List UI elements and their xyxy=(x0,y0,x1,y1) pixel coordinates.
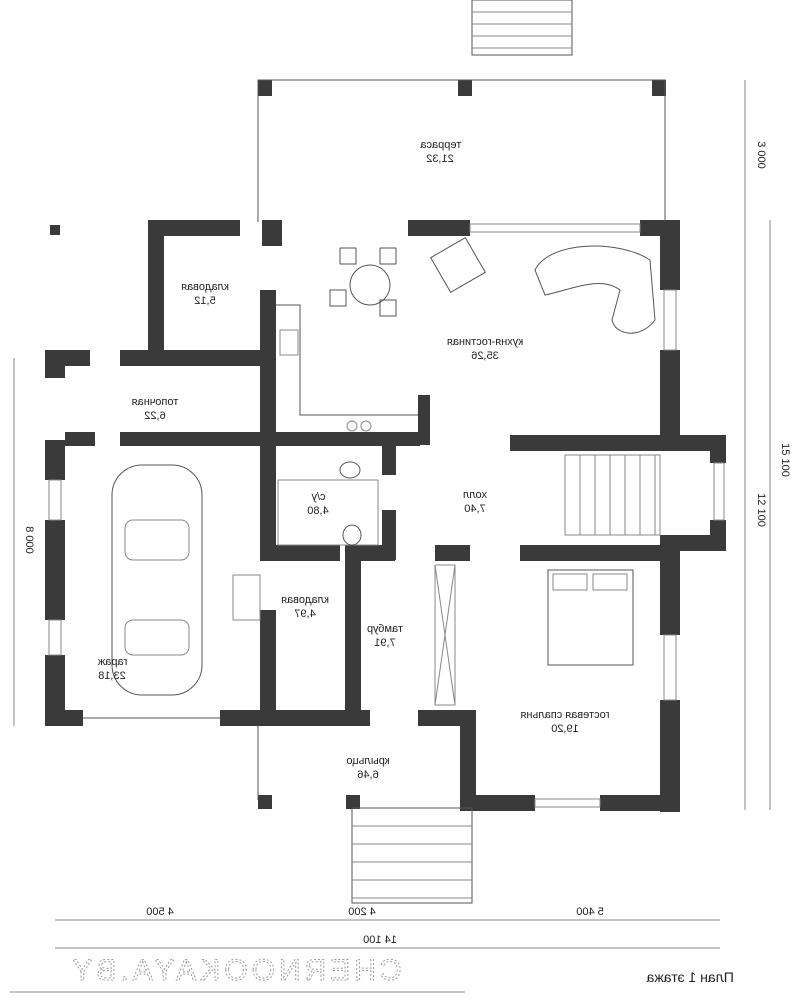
wall xyxy=(220,710,370,726)
dim-left-garage: 8 000 xyxy=(23,526,35,554)
room-guest-bedroom-area: 19,20 xyxy=(551,723,579,735)
windows xyxy=(48,223,725,808)
car-icon xyxy=(111,464,203,696)
wall xyxy=(660,435,726,451)
wall xyxy=(710,435,726,463)
dim-right-total: 15 100 xyxy=(779,443,791,477)
wall xyxy=(418,395,430,445)
window xyxy=(663,289,677,351)
wall xyxy=(660,535,680,635)
room-vestibule-name: тамбур xyxy=(367,623,403,635)
room-kitchen-name: кухня-гостиная xyxy=(447,336,523,348)
wall xyxy=(345,545,361,725)
wall xyxy=(45,655,65,725)
room-labels: терраса 21,32 кладовая 5,12 кухня-гостиная 35… xyxy=(97,139,609,781)
wall xyxy=(382,445,396,475)
bathroom-fixtures xyxy=(277,461,379,546)
porch-stairs xyxy=(351,807,473,904)
window xyxy=(469,223,641,233)
dining-table-icon xyxy=(329,247,397,317)
room-boiler-area: 6,22 xyxy=(144,410,165,422)
watermark: CHERNOOKAYA.BY xyxy=(68,954,401,987)
room-storage1-name: кладовая xyxy=(181,281,229,293)
room-garage-name: гараж xyxy=(97,656,127,668)
room-terrace-area: 21,32 xyxy=(426,153,454,165)
wall xyxy=(520,545,660,561)
room-terrace-name: терраса xyxy=(419,139,461,151)
wall xyxy=(660,350,680,450)
wall xyxy=(510,435,660,451)
wall xyxy=(45,520,65,620)
wall xyxy=(260,610,276,726)
room-storage2-area: 4,97 xyxy=(294,608,315,620)
wall xyxy=(148,220,240,236)
window xyxy=(534,798,601,808)
armchair-icon xyxy=(429,236,487,294)
room-hall-area: 7,40 xyxy=(464,503,485,515)
terrace-stairs xyxy=(471,0,573,56)
sofa-icon xyxy=(534,245,656,334)
wall xyxy=(260,290,276,560)
dim-right-terrace: 3 000 xyxy=(755,141,767,169)
porch-outline xyxy=(83,717,259,800)
wall xyxy=(408,220,470,236)
room-vestibule-area: 7,91 xyxy=(374,637,395,649)
room-boiler-name: топочная xyxy=(132,396,179,408)
wall xyxy=(458,80,472,96)
plan-title: План 1 этажа xyxy=(646,969,734,985)
wall xyxy=(652,80,666,96)
wall xyxy=(50,225,60,235)
dim-right-house: 12 100 xyxy=(755,493,767,527)
window xyxy=(713,462,725,521)
wall xyxy=(120,350,265,366)
room-porch-name: крыльцо xyxy=(346,755,389,767)
wall xyxy=(660,700,680,812)
wall xyxy=(262,220,282,246)
wall xyxy=(260,545,340,561)
room-porch-area: 6,46 xyxy=(357,769,378,781)
room-bathroom-area: 4,80 xyxy=(307,505,328,517)
dim-bottom-1: 4 500 xyxy=(146,906,174,918)
dim-bottom-3: 5 400 xyxy=(576,906,604,918)
wall xyxy=(45,350,90,366)
room-garage-area: 23,18 xyxy=(98,670,126,682)
dim-total: 14 100 xyxy=(363,934,397,946)
wall xyxy=(346,795,360,809)
wall xyxy=(460,710,476,810)
dimension-lines xyxy=(13,80,771,949)
wall xyxy=(148,220,164,355)
wall xyxy=(600,795,680,811)
wall xyxy=(258,80,272,96)
dim-bottom-2: 4 200 xyxy=(348,906,376,918)
wall xyxy=(660,220,680,290)
room-hall-name: холл xyxy=(463,489,487,501)
room-kitchen-area: 35,26 xyxy=(471,350,499,362)
wall xyxy=(418,710,476,726)
wall xyxy=(435,545,470,561)
wall xyxy=(460,795,535,811)
wardrobe xyxy=(232,564,456,706)
wall xyxy=(45,440,65,480)
room-storage2-name: кладовая xyxy=(281,594,329,606)
staircase-icon xyxy=(564,454,661,536)
wall xyxy=(258,795,272,809)
window xyxy=(48,619,62,656)
terrace-outline xyxy=(257,79,666,222)
room-guest-bedroom-name: гостевая спальня xyxy=(520,709,609,721)
bed-icon xyxy=(547,569,634,666)
kitchen-counter xyxy=(276,304,418,432)
wall xyxy=(65,432,95,446)
room-bathroom-name: с/у xyxy=(311,491,326,503)
window xyxy=(663,634,677,701)
wall xyxy=(45,710,83,726)
walls xyxy=(45,80,726,812)
window xyxy=(48,479,62,521)
room-storage1-area: 5,12 xyxy=(194,295,215,307)
